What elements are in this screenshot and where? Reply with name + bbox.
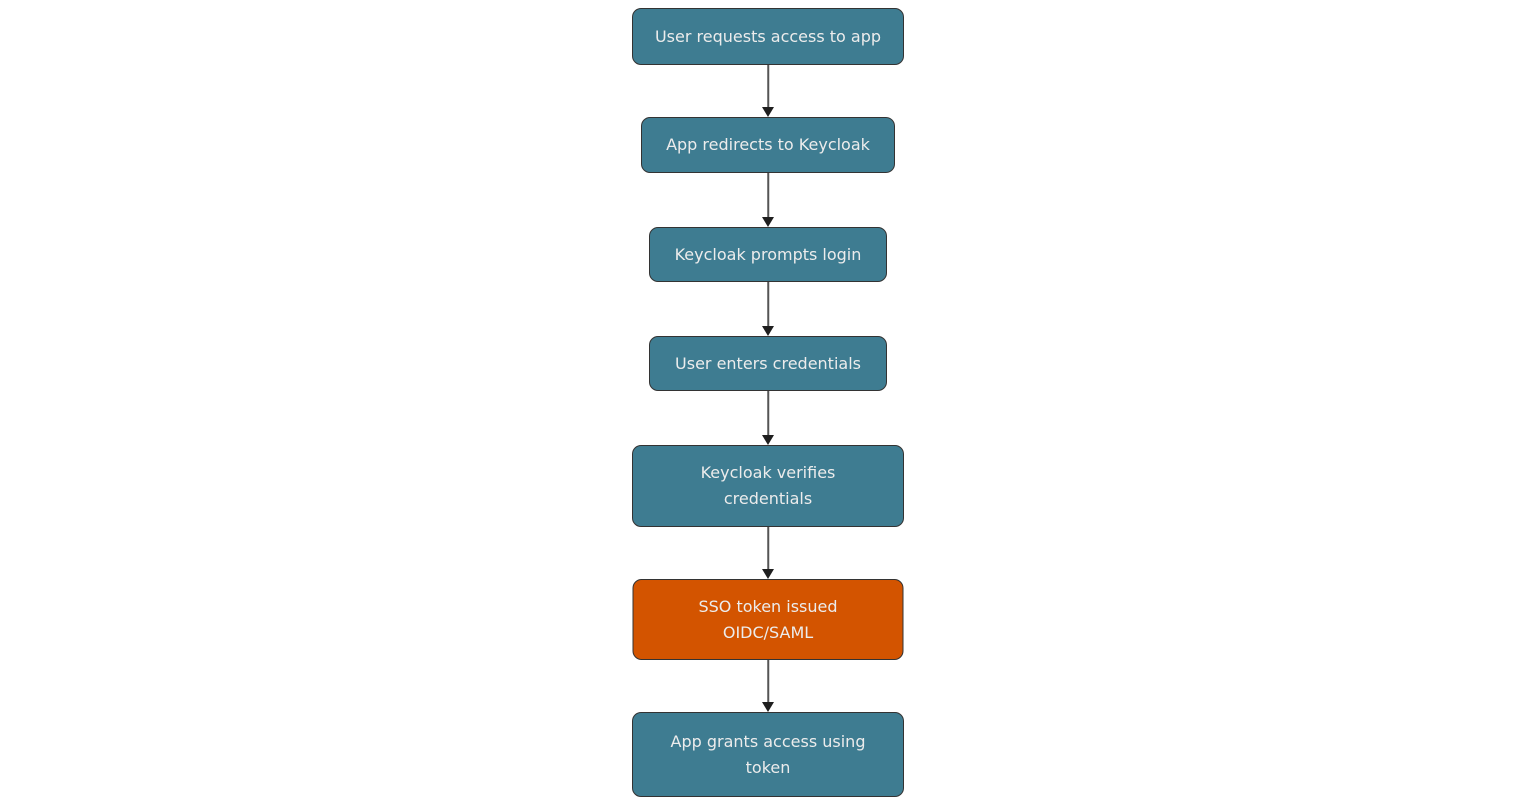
arrow-head-icon [762, 217, 774, 227]
arrow-line [767, 527, 769, 571]
flow-node-app-grants-access: App grants access using token [632, 712, 904, 797]
flow-arrow-2 [761, 173, 775, 227]
flow-arrow-1 [761, 65, 775, 117]
arrow-line [767, 660, 769, 704]
node-label: App redirects to Keycloak [666, 135, 870, 154]
arrow-head-icon [762, 326, 774, 336]
node-label: Keycloak verifies [700, 463, 836, 482]
flow-arrow-6 [761, 660, 775, 712]
flow-node-user-enters-credentials: User enters credentials [649, 336, 887, 391]
flow-node-user-requests-access: User requests access to app [632, 8, 904, 65]
flow-arrow-3 [761, 282, 775, 336]
arrow-line [767, 391, 769, 437]
node-label: credentials [723, 489, 813, 508]
node-label: Keycloak prompts login [674, 244, 862, 264]
flow-arrow-5 [761, 527, 775, 579]
flow-arrow-4 [761, 391, 775, 445]
flow-node-app-redirects-keycloak: App redirects to Keycloak [641, 117, 895, 173]
node-label: OIDC/SAML [722, 622, 814, 642]
arrow-head-icon [762, 435, 774, 445]
flow-node-sso-token-issued: SSO token issued OIDC/SAML [632, 579, 904, 660]
arrow-line [767, 65, 769, 109]
node-label: User enters credentials [675, 353, 861, 373]
arrow-head-icon [762, 107, 774, 117]
arrow-head-icon [762, 702, 774, 712]
arrow-line [767, 173, 769, 219]
arrow-line [767, 282, 769, 328]
flow-node-keycloak-verifies-credentials: Keycloak verifies credentials [632, 445, 904, 527]
node-label: App grants access using [670, 731, 866, 751]
node-label: SSO token issued [698, 596, 838, 616]
arrow-head-icon [762, 569, 774, 579]
flow-node-keycloak-prompts-login: Keycloak prompts login [649, 227, 887, 282]
node-label: token [745, 757, 791, 777]
node-label: User requests access to app [654, 26, 882, 46]
